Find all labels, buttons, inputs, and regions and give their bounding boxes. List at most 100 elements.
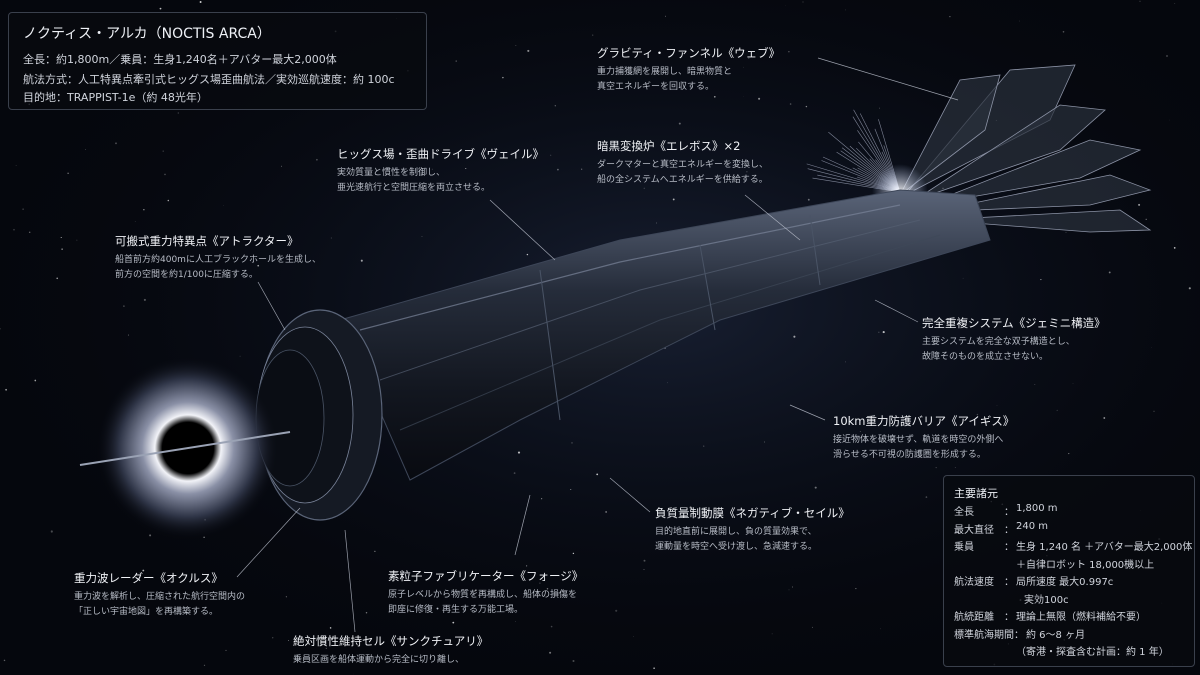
star <box>878 331 880 333</box>
star <box>1068 453 1070 455</box>
star <box>0 328 1 330</box>
star <box>643 559 646 562</box>
star <box>807 198 810 201</box>
bow-section <box>255 309 383 521</box>
star <box>1040 279 1042 281</box>
star <box>572 552 575 555</box>
star <box>455 60 457 62</box>
star <box>67 172 69 174</box>
star <box>1166 55 1168 57</box>
star <box>748 57 750 59</box>
star <box>325 647 327 650</box>
star <box>1026 339 1029 342</box>
star <box>925 496 928 498</box>
spec-value: 1,800 m <box>1016 503 1058 514</box>
star <box>845 361 846 363</box>
star <box>465 168 467 169</box>
star <box>1188 287 1191 290</box>
star <box>143 209 145 211</box>
star <box>549 651 552 654</box>
spec-separator: ： <box>1004 577 1014 588</box>
page-title: ノクティス・アルカ（NOCTIS ARCA） <box>23 26 271 42</box>
callout-title: 可搬式重力特異点《アトラクター》 <box>115 234 299 248</box>
star <box>793 335 796 338</box>
star <box>546 588 549 590</box>
spec-separator: ： <box>1004 542 1014 553</box>
star <box>115 142 117 145</box>
star <box>365 611 368 614</box>
star <box>513 472 516 474</box>
star <box>802 1 804 3</box>
star <box>34 379 37 382</box>
star <box>280 165 283 167</box>
star <box>814 486 817 489</box>
callout-negative-sail: 負質量制動膜《ネガティブ・セイル》 目的地直前に展開し、負の質量効果で、運動量を… <box>655 505 850 555</box>
star <box>515 45 517 46</box>
star <box>557 168 559 171</box>
star <box>475 589 477 592</box>
callout-gemini: 完全重複システム《ジェミニ構造》 主要システムを完全な双子構造とし、故障そのもの… <box>922 315 1106 365</box>
star <box>1103 417 1106 419</box>
callout-title: 暗黒変換炉《エレボス》×2 <box>597 139 741 153</box>
star <box>199 1 202 3</box>
spec-key: 標準航海期間 <box>954 629 1014 641</box>
callout-desc: 即座に修復・再生する万能工場。 <box>388 605 524 615</box>
callout-desc: 重力捕獲網を展開し、暗黒物質と <box>597 67 733 77</box>
callout-desc: 実効質量と慣性を制御し、 <box>337 168 446 178</box>
star <box>13 228 15 231</box>
star <box>771 633 773 635</box>
callout-oculus: 重力波レーダー《オクルス》 重力波を解析し、圧縮された航行空間内の「正しい宇宙地… <box>74 570 245 620</box>
summary-line-3: 目的地：TRAPPIST-1e（約 48光年） <box>23 91 208 104</box>
star <box>1072 383 1074 384</box>
star <box>225 649 227 651</box>
spec-key: 乗員 <box>954 542 974 553</box>
callout-desc: 真空エネルギーを回収する。 <box>597 82 715 92</box>
star <box>805 105 808 108</box>
star <box>1056 409 1058 411</box>
star <box>643 187 645 189</box>
star <box>76 239 78 241</box>
star <box>123 305 125 307</box>
star <box>360 259 363 262</box>
callout-desc: ダークマターと真空エネルギーを変換し、 <box>597 160 769 170</box>
star <box>149 534 152 537</box>
title-panel: ノクティス・アルカ（NOCTIS ARCA） 全長：約1,800m／乗員：生身1… <box>8 12 427 110</box>
star <box>1062 31 1065 33</box>
star <box>713 95 716 98</box>
star <box>485 150 487 152</box>
star <box>92 594 93 595</box>
star <box>56 277 59 280</box>
star <box>502 76 504 79</box>
callout-desc: 運動量を時空へ受け渡し、急減速する。 <box>655 542 818 552</box>
star <box>177 112 179 114</box>
callout-title: 完全重複システム《ジェミニ構造》 <box>922 316 1106 330</box>
star <box>592 34 594 36</box>
star <box>976 413 979 416</box>
callout-desc: 接近物体を破壊せず、軌道を時空の外側へ <box>833 435 1004 445</box>
star <box>15 165 17 166</box>
star <box>1065 232 1067 233</box>
spec-separator: ： <box>1004 612 1014 623</box>
star <box>22 208 24 210</box>
star <box>665 15 666 17</box>
star <box>143 298 146 301</box>
star <box>554 105 556 107</box>
star <box>625 150 626 152</box>
star <box>571 442 573 444</box>
star <box>605 511 607 513</box>
callout-title: ヒッグス場・歪曲ドライブ《ヴェイル》 <box>337 147 544 161</box>
star <box>288 639 290 641</box>
callout-desc: 前方の空間を約1/100に圧縮する。 <box>115 270 258 280</box>
star <box>811 626 813 628</box>
summary-line-1: 全長：約1,800m／乗員：生身1,240名＋アバター最大2,000体 <box>23 53 337 66</box>
star <box>581 168 583 170</box>
star <box>419 593 421 596</box>
spec-value: 生身 1,240 名 ＋アバター最大2,000体 <box>1016 542 1193 553</box>
star <box>3 659 6 662</box>
callout-title: 重力波レーダー《オクルス》 <box>74 571 223 585</box>
star <box>452 621 455 624</box>
bow-spike <box>79 431 291 466</box>
callout-desc: 主要システムを完全な双子構造とし、 <box>922 337 1075 347</box>
star <box>1169 119 1170 121</box>
